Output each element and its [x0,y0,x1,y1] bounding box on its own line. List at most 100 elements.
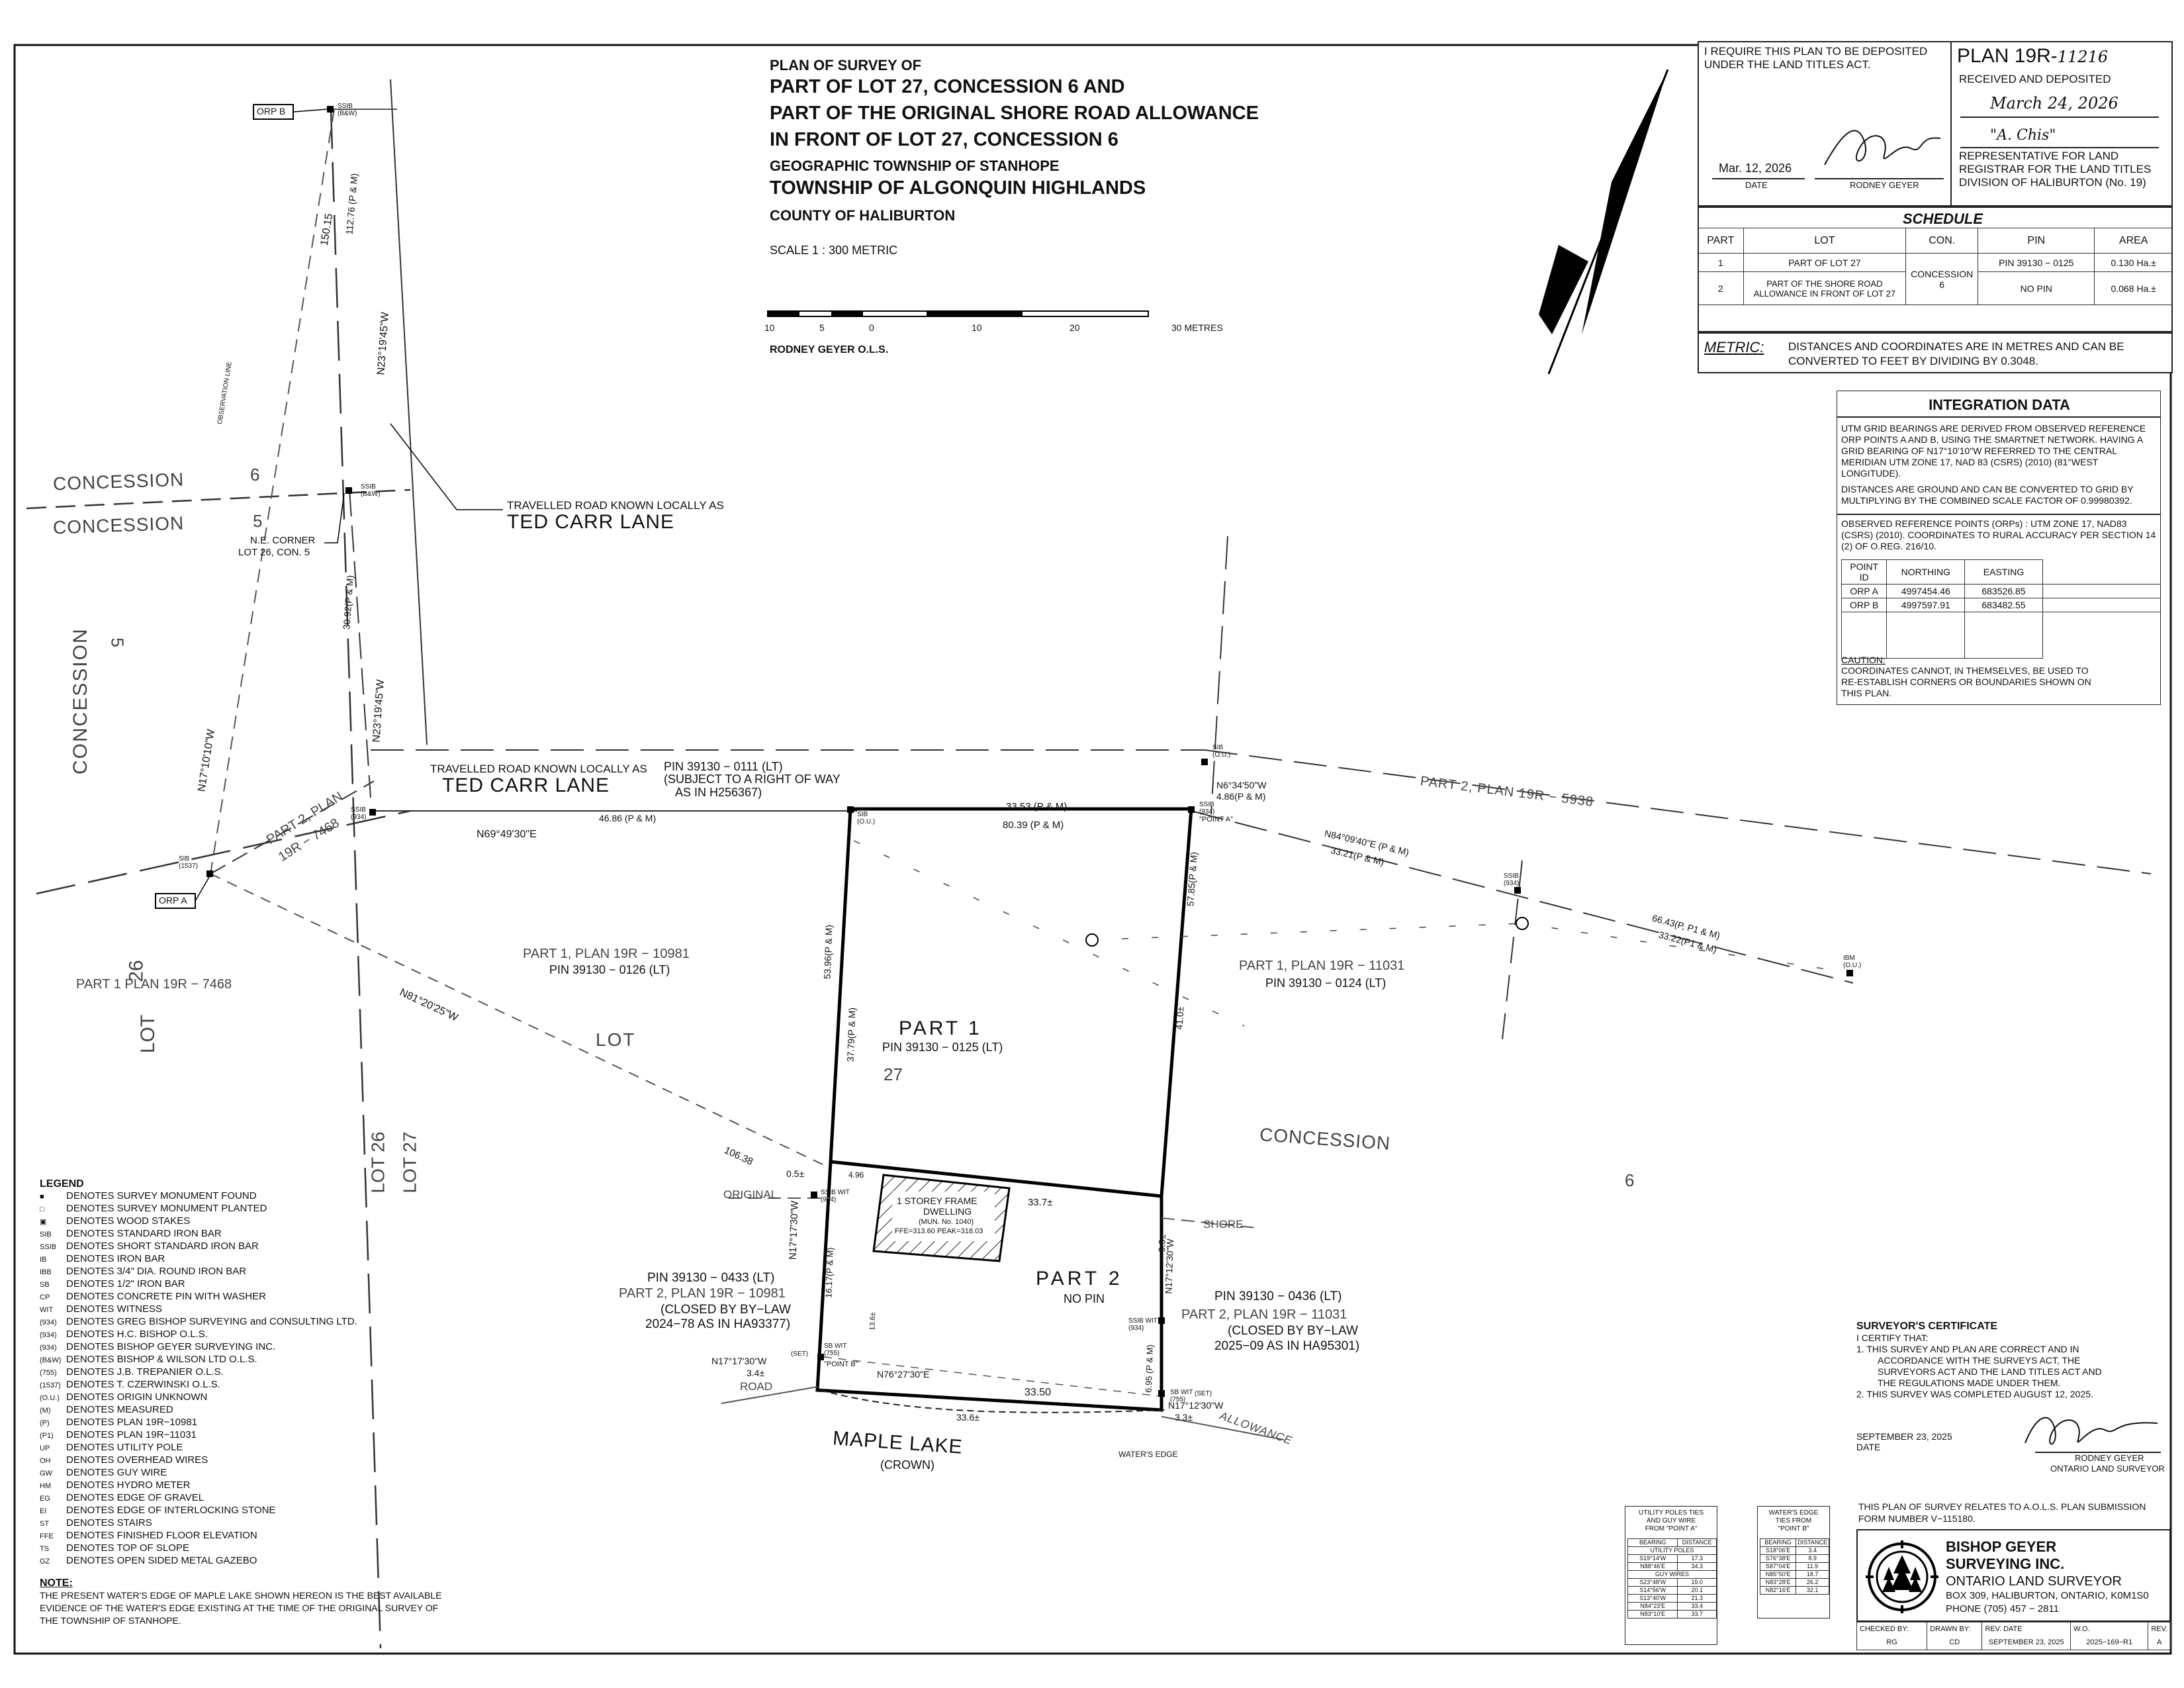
caution-label: CAUTION: [1841,655,1886,665]
scale-tick-10b: 10 [972,322,982,333]
schedule-r2-pin: NO PIN [1978,271,2095,305]
pin-0111-c: AS IN H256367) [675,786,762,799]
overhead-wire-1 [853,840,1245,1027]
ties-cell: 17.3 [1677,1554,1717,1563]
tb-drawn-label: DRAWN BY: [1927,1622,1983,1636]
legend-symbol: (1537) [40,1382,61,1389]
legend-item: (P1)DENOTES PLAN 19R−11031 [40,1429,357,1442]
ties-b-title-2: TIES FROM [1775,1517,1812,1524]
legend-item: (934)DENOTES H.C. BISHOP O.L.S. [40,1329,357,1341]
ties-cell: UTILITY POLES [1627,1546,1717,1555]
ties-cell: 32.1 [1796,1586,1829,1595]
cert-date-value: SEPTEMBER 23, 2025 [1856,1431,1952,1442]
mon-sib-1537: SIB (1537) [179,855,198,870]
schedule-r1-lot: PART OF LOT 27 [1743,253,1907,272]
ties-a-box: UTILITY POLES TIES AND GUY WIRE FROM "PO… [1625,1506,1717,1645]
dim-3779: 37.79(P & M) [844,1007,858,1062]
legend-title: LEGEND [40,1178,84,1190]
dim-46: 46.86 (P & M) [599,813,657,823]
company-box: BISHOP GEYER SURVEYING INC. ONTARIO LAND… [1856,1529,2171,1622]
note-title: NOTE: [40,1577,73,1589]
map-part1-7468: PART 1 PLAN 19R − 7468 [76,977,232,992]
plan-label: PLAN 19R- [1957,45,2058,67]
legend-symbol: UP [40,1444,50,1452]
ties-b-title-1: WATER'S EDGE [1768,1509,1819,1517]
representative-signature: "A. Chis" [1990,127,2056,144]
legend-item: (934)DENOTES GREG BISHOP SURVEYING and C… [40,1316,357,1329]
sheet-border [13,44,2172,1655]
schedule-h-lot: LOT [1743,228,1907,254]
legend-symbol: GZ [40,1558,50,1566]
legend-item: (B&W)DENOTES BISHOP & WILSON LTD O.L.S. [40,1354,357,1366]
cert-1b: ACCORDANCE WITH THE SURVEYS ACT, THE [1878,1355,2081,1366]
utility-pole-1 [1085,933,1099,947]
ties-cell: N83°10'E [1627,1610,1678,1618]
monument-orp-a [206,870,213,877]
con-6-right: 6 [1625,1170,1635,1190]
legend-description: DENOTES PLAN 19R−11031 [66,1429,197,1440]
mon-ssib-bw: SSIB (B&W) [338,103,357,117]
scale-tick-10: 10 [764,322,775,333]
legend: LEGEND ■DENOTES SURVEY MONUMENT FOUND□DE… [40,1178,357,1568]
tie-line-b [823,1356,1165,1397]
ties-cell: 26.2 [1796,1578,1829,1587]
company-name-2: SURVEYING INC. [1946,1556,2065,1572]
dwelling-2: DWELLING [923,1206,972,1217]
tb-rev-label: REV. DATE [1981,1622,2071,1636]
surveyor-certificate: SURVEYOR'S CERTIFICATE I CERTIFY THAT: 1… [1856,1321,2167,1400]
map-con6: 6 [250,465,260,485]
shore-label: SHORE [1203,1218,1244,1231]
ted-carr-small-1: TRAVELLED ROAD KNOWN LOCALLY AS [507,499,724,512]
legend-symbol: (934) [40,1319,57,1327]
part2-10981: PART 2, PLAN 19R − 10981 [619,1286,786,1301]
tb-revno: A [2148,1635,2171,1650]
waters-edge-line [820,1389,1165,1413]
ties-cell: DISTANCE [1677,1538,1717,1547]
ties-cell: N85°50'E [1759,1570,1797,1579]
point-a-label: "POINT A" [1199,816,1234,823]
metric-box: METRIC: DISTANCES AND COORDINATES ARE IN… [1698,332,2173,373]
monument-ne-corner [345,487,352,494]
part2-11031: PART 2, PLAN 19R − 11031 [1181,1307,1347,1322]
mon-ssib-934-a: SSIB (934) [1199,801,1215,816]
legend-item: (M)DENOTES MEASURED [40,1404,357,1417]
ties-cell: 33.7 [1677,1610,1717,1618]
legend-description: DENOTES HYDRO METER [66,1479,191,1491]
deposit-require-text: I REQUIRE THIS PLAN TO BE DEPOSITED UNDE… [1704,45,1928,71]
note-line-2: EVIDENCE OF THE WATER'S EDGE EXISTING AT… [40,1603,439,1613]
deposit-signer: RODNEY GEYER [1850,180,1919,190]
n23-line [349,489,371,798]
ties-cell: S14°56'W [1627,1586,1678,1595]
ties-a-title-3: FROM "POINT A" [1645,1525,1698,1532]
tb-checked: RG [1856,1635,1928,1650]
ties-cell: S23°48'W [1627,1578,1678,1587]
shore-line-east [1161,1217,1258,1229]
orp-b-e: 683482.55 [1964,598,2043,612]
legend-symbol: (934) [40,1331,57,1339]
ties-cell: 11.9 [1796,1562,1829,1571]
tb-rev: SEPTEMBER 23, 2025 [1981,1635,2071,1650]
legend-symbol: OH [40,1457,51,1465]
legend-symbol: GW [40,1470,52,1477]
pin-0111-b: (SUBJECT TO A RIGHT OF WAY [664,773,841,786]
schedule-r1-part: 1 [1698,253,1744,272]
dim-337: 33.7± [1028,1197,1053,1208]
ties-cell: DISTANCE [1796,1538,1829,1547]
ties-cell: GUY WIRES [1627,1570,1717,1579]
ties-a-title-1: UTILITY POLES TIES [1639,1509,1704,1517]
orp-h-id: POINT ID [1841,559,1888,585]
title-block-value-row: RG CD SEPTEMBER 23, 2025 2025−169−R1 A [1856,1635,2171,1650]
orp-a-id: ORP A [1841,584,1888,598]
legend-description: DENOTES STAIRS [66,1517,152,1528]
